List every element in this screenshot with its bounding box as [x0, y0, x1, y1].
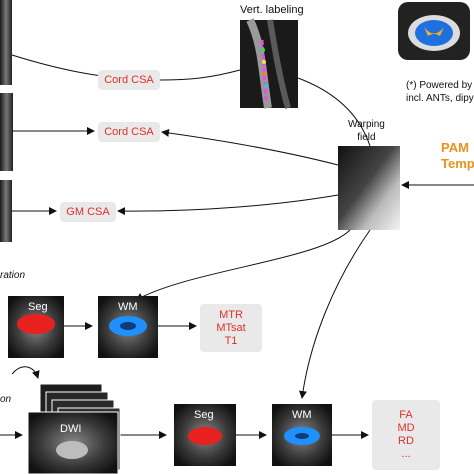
- pam-label: PAM: [441, 140, 469, 155]
- vert-labeling-image: [240, 18, 298, 109]
- mri-slice-1: [0, 0, 12, 85]
- md-label: MD: [397, 422, 415, 434]
- dti-metrics-box: FA MD RD ...: [372, 400, 440, 470]
- arrow-warp-to-wm-1: [135, 229, 351, 301]
- registration-label-partial: ration: [0, 270, 26, 281]
- template-thumbnail: [398, 2, 470, 60]
- more-metrics-label: ...: [401, 448, 411, 460]
- arrow-warp-to-cord-csa-2: [161, 128, 339, 166]
- seg-label-1: Seg: [28, 301, 48, 313]
- warping-field-label: Warping field: [348, 118, 385, 144]
- mri-slice-3: [0, 180, 12, 242]
- seg-label-2: Seg: [194, 409, 214, 421]
- t1-label: T1: [224, 334, 238, 347]
- arrow-warp-to-gm-csa: [117, 194, 339, 216]
- motion-correction-loop: [11, 366, 40, 379]
- vert-labeling-label: Vert. labeling: [240, 4, 304, 16]
- seg-thumbnail-2: [174, 404, 236, 466]
- mtr-metrics-box: MTR MTsat T1: [200, 304, 262, 352]
- template-label: Templ: [441, 156, 474, 171]
- wm-label-1: WM: [118, 301, 138, 313]
- mtsat-label: MTsat: [216, 321, 246, 334]
- wm-label-2: WM: [292, 409, 312, 421]
- arrow-warp-to-wm-2: [298, 229, 371, 399]
- motion-correction-label-partial: on: [0, 394, 12, 405]
- seg-thumbnail-1: [8, 296, 64, 358]
- fa-label: FA: [399, 409, 413, 421]
- dwi-label: DWI: [60, 423, 82, 435]
- arrow-vert-to-cord-csa: [159, 69, 241, 81]
- mri-slice-2: [0, 93, 13, 171]
- powered-by-line-1: (*) Powered by: [406, 80, 473, 91]
- cord-csa-box-1: Cord CSA: [98, 70, 160, 90]
- gm-csa-box: GM CSA: [60, 202, 116, 222]
- warping-field-image: [338, 146, 400, 230]
- warping-field-line-1: Warping: [348, 119, 385, 130]
- arrow-vert-to-warp: [297, 77, 371, 147]
- dwi-stack: [27, 383, 121, 474]
- wm-thumbnail-1: [98, 296, 158, 358]
- warping-field-line-2: field: [357, 132, 376, 143]
- cord-csa-box-2: Cord CSA: [98, 122, 160, 142]
- mtr-label: MTR: [219, 308, 243, 321]
- powered-by-line-2: incl. ANTs, dipy: [406, 93, 474, 104]
- rd-label: RD: [398, 435, 414, 447]
- wm-thumbnail-2: [272, 404, 332, 466]
- arrow-right-edge-down: [298, 85, 352, 146]
